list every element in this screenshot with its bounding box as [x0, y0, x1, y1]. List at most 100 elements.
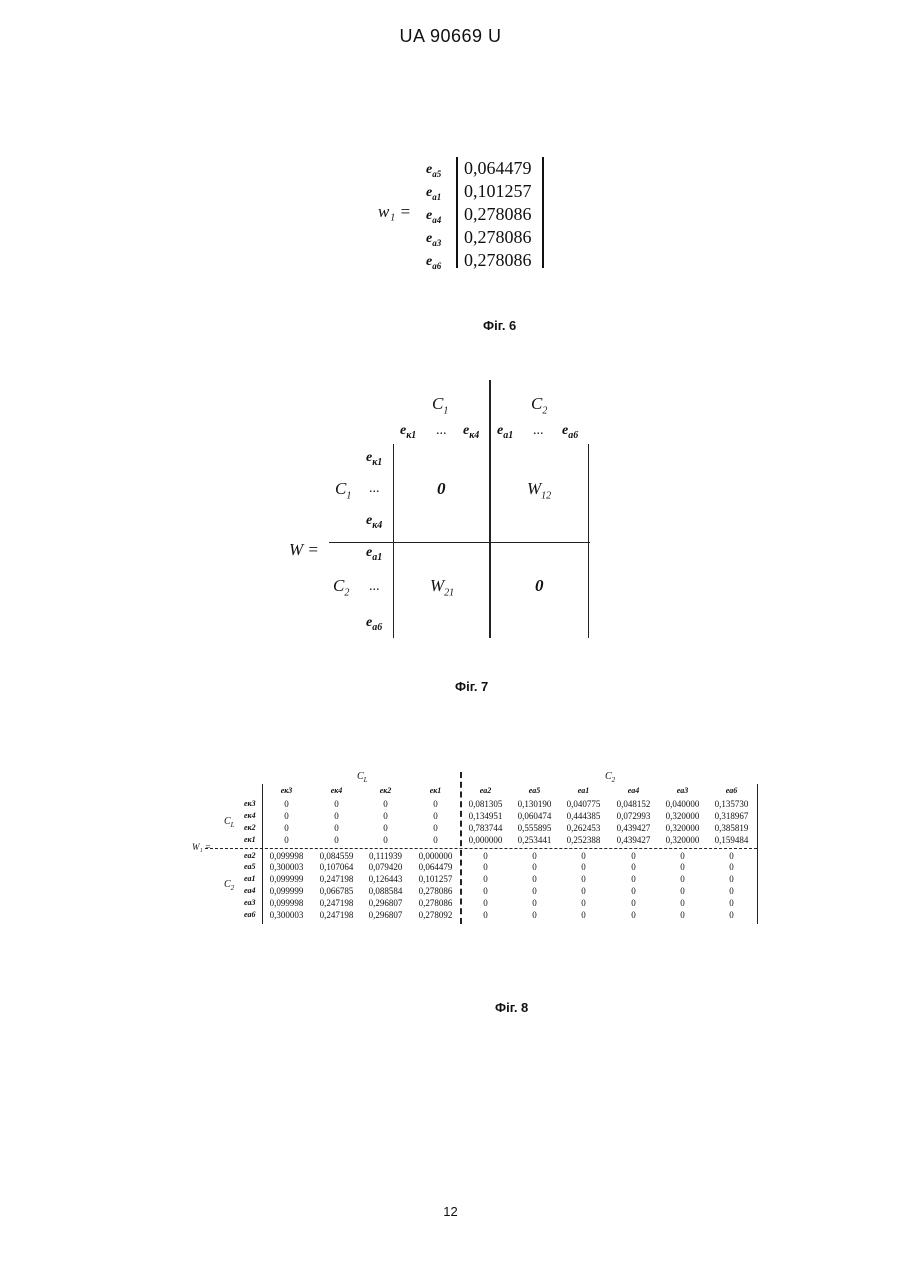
fig8-cell: 0	[510, 852, 559, 861]
fig8-cell: 0,252388	[559, 836, 608, 845]
fig8-cell: 0	[658, 875, 707, 884]
block-11-zero: 0	[437, 479, 446, 499]
fig8-cell: 0,278086	[411, 887, 460, 896]
fig8-col-header: ea1	[559, 787, 608, 795]
fig8-cell: 0	[510, 863, 559, 872]
fig8-cell: 0,159484	[707, 836, 756, 845]
fig8-col-header: ea4	[609, 787, 658, 795]
fig8-row-header: ea2	[244, 852, 256, 860]
fig8-row-header: ea1	[244, 875, 256, 883]
fig8-cell: 0,247198	[312, 875, 361, 884]
fig8-col-header: ea3	[658, 787, 707, 795]
col-header-ea6: ea6	[562, 423, 578, 441]
fig8-cell: 0,296807	[361, 911, 410, 920]
fig8-cell: 0	[461, 911, 510, 920]
vector-value: 0,278086	[464, 250, 532, 271]
fig8-cell: 0	[658, 911, 707, 920]
fig8-cell: 0	[707, 852, 756, 861]
fig8-cell: 0	[658, 852, 707, 861]
caption-fig7: Фіг. 7	[455, 679, 488, 694]
fig8-cell: 0	[262, 824, 311, 833]
fig8-cell: 0,040000	[658, 800, 707, 809]
fig8-cell: 0,099999	[262, 887, 311, 896]
fig8-row-header: ea4	[244, 887, 256, 895]
col-header-ek4: eк4	[463, 423, 479, 441]
fig8-cell: 0,066785	[312, 887, 361, 896]
fig8-cell: 0	[510, 887, 559, 896]
fig8-cell: 0	[361, 800, 410, 809]
col-header-ek1: eк1	[400, 423, 416, 441]
matrix-right-bar	[588, 444, 589, 638]
fig8-group-c2-top: C2	[605, 772, 615, 784]
fig8-row-header: ea5	[244, 863, 256, 871]
vector-row-label: ea1	[426, 185, 441, 202]
patent-header: UA 90669 U	[0, 26, 901, 47]
fig8-cell: 0,262453	[559, 824, 608, 833]
fig8-cell: 0,072993	[609, 812, 658, 821]
fig8-cell: 0	[312, 824, 361, 833]
fig8-cell: 0,000000	[461, 836, 510, 845]
fig8-cell: 0,064479	[411, 863, 460, 872]
fig8-cell: 0	[510, 899, 559, 908]
fig8-cell: 0	[461, 899, 510, 908]
row-header-dots-1: ...	[369, 481, 380, 497]
fig8-horizontal-dashed-divider	[205, 848, 757, 849]
fig8-cell: 0,300003	[262, 911, 311, 920]
matrix-center-divider	[489, 380, 491, 638]
col-header-dots-1: ...	[436, 423, 447, 439]
fig8-cell: 0	[312, 836, 361, 845]
fig8-cell: 0	[559, 887, 608, 896]
group-c1-top: C1	[432, 394, 448, 416]
row-header-ek1: eк1	[366, 450, 382, 468]
group-c2-left: C2	[333, 576, 349, 598]
fig8-cell: 0,099998	[262, 899, 311, 908]
fig8-row-header: eк3	[244, 800, 256, 808]
row-label-subscript: a6	[432, 261, 441, 271]
fig8-cell: 0,320000	[658, 824, 707, 833]
fig8-cell: 0,320000	[658, 812, 707, 821]
fig8-cell: 0,060474	[510, 812, 559, 821]
fig8-col-header: ea2	[461, 787, 510, 795]
fig8-cell: 0,318967	[707, 812, 756, 821]
fig8-col-header: ea5	[510, 787, 559, 795]
fig8-cell: 0	[411, 812, 460, 821]
group-c2-top: C2	[531, 394, 547, 416]
fig8-cell: 0,385819	[707, 824, 756, 833]
fig8-cell: 0	[559, 863, 608, 872]
fig8-cell: 0,783744	[461, 824, 510, 833]
fig8-cell: 0	[510, 875, 559, 884]
fig8-cell: 0,126443	[361, 875, 410, 884]
fig8-cell: 0,099999	[262, 875, 311, 884]
vector-row-label: ea4	[426, 208, 441, 225]
fig8-cell: 0,099998	[262, 852, 311, 861]
matrix-w-label: W =	[289, 540, 319, 560]
block-12: W12	[527, 479, 551, 501]
fig8-row-header: ea3	[244, 899, 256, 907]
fig8-cell: 0	[361, 812, 410, 821]
fig8-cell: 0	[658, 887, 707, 896]
fig8-cell: 0,101257	[411, 875, 460, 884]
fig8-cell: 0	[510, 911, 559, 920]
fig8-cell: 0	[461, 852, 510, 861]
fig8-cell: 0	[707, 911, 756, 920]
fig8-cell: 0,444385	[559, 812, 608, 821]
fig8-cell: 0,253441	[510, 836, 559, 845]
fig8-cell: 0	[262, 836, 311, 845]
fig8-cell: 0	[609, 863, 658, 872]
fig8-cell: 0,088584	[361, 887, 410, 896]
fig8-row-header: eк4	[244, 812, 256, 820]
group-c1-left: C1	[335, 479, 351, 501]
fig8-cell: 0,107064	[312, 863, 361, 872]
fig8-cell: 0,079420	[361, 863, 410, 872]
caption-fig8: Фіг. 8	[495, 1000, 528, 1015]
vector-value: 0,278086	[464, 204, 532, 225]
fig8-cell: 0	[707, 899, 756, 908]
caption-fig6: Фіг. 6	[483, 318, 516, 333]
fig8-cell: 0,296807	[361, 899, 410, 908]
fig8-cell: 0,084559	[312, 852, 361, 861]
vector-value: 0,064479	[464, 158, 532, 179]
fig8-cell: 0,278086	[411, 899, 460, 908]
fig8-cell: 0,130190	[510, 800, 559, 809]
fig8-cell: 0,135730	[707, 800, 756, 809]
fig8-cell: 0	[559, 875, 608, 884]
